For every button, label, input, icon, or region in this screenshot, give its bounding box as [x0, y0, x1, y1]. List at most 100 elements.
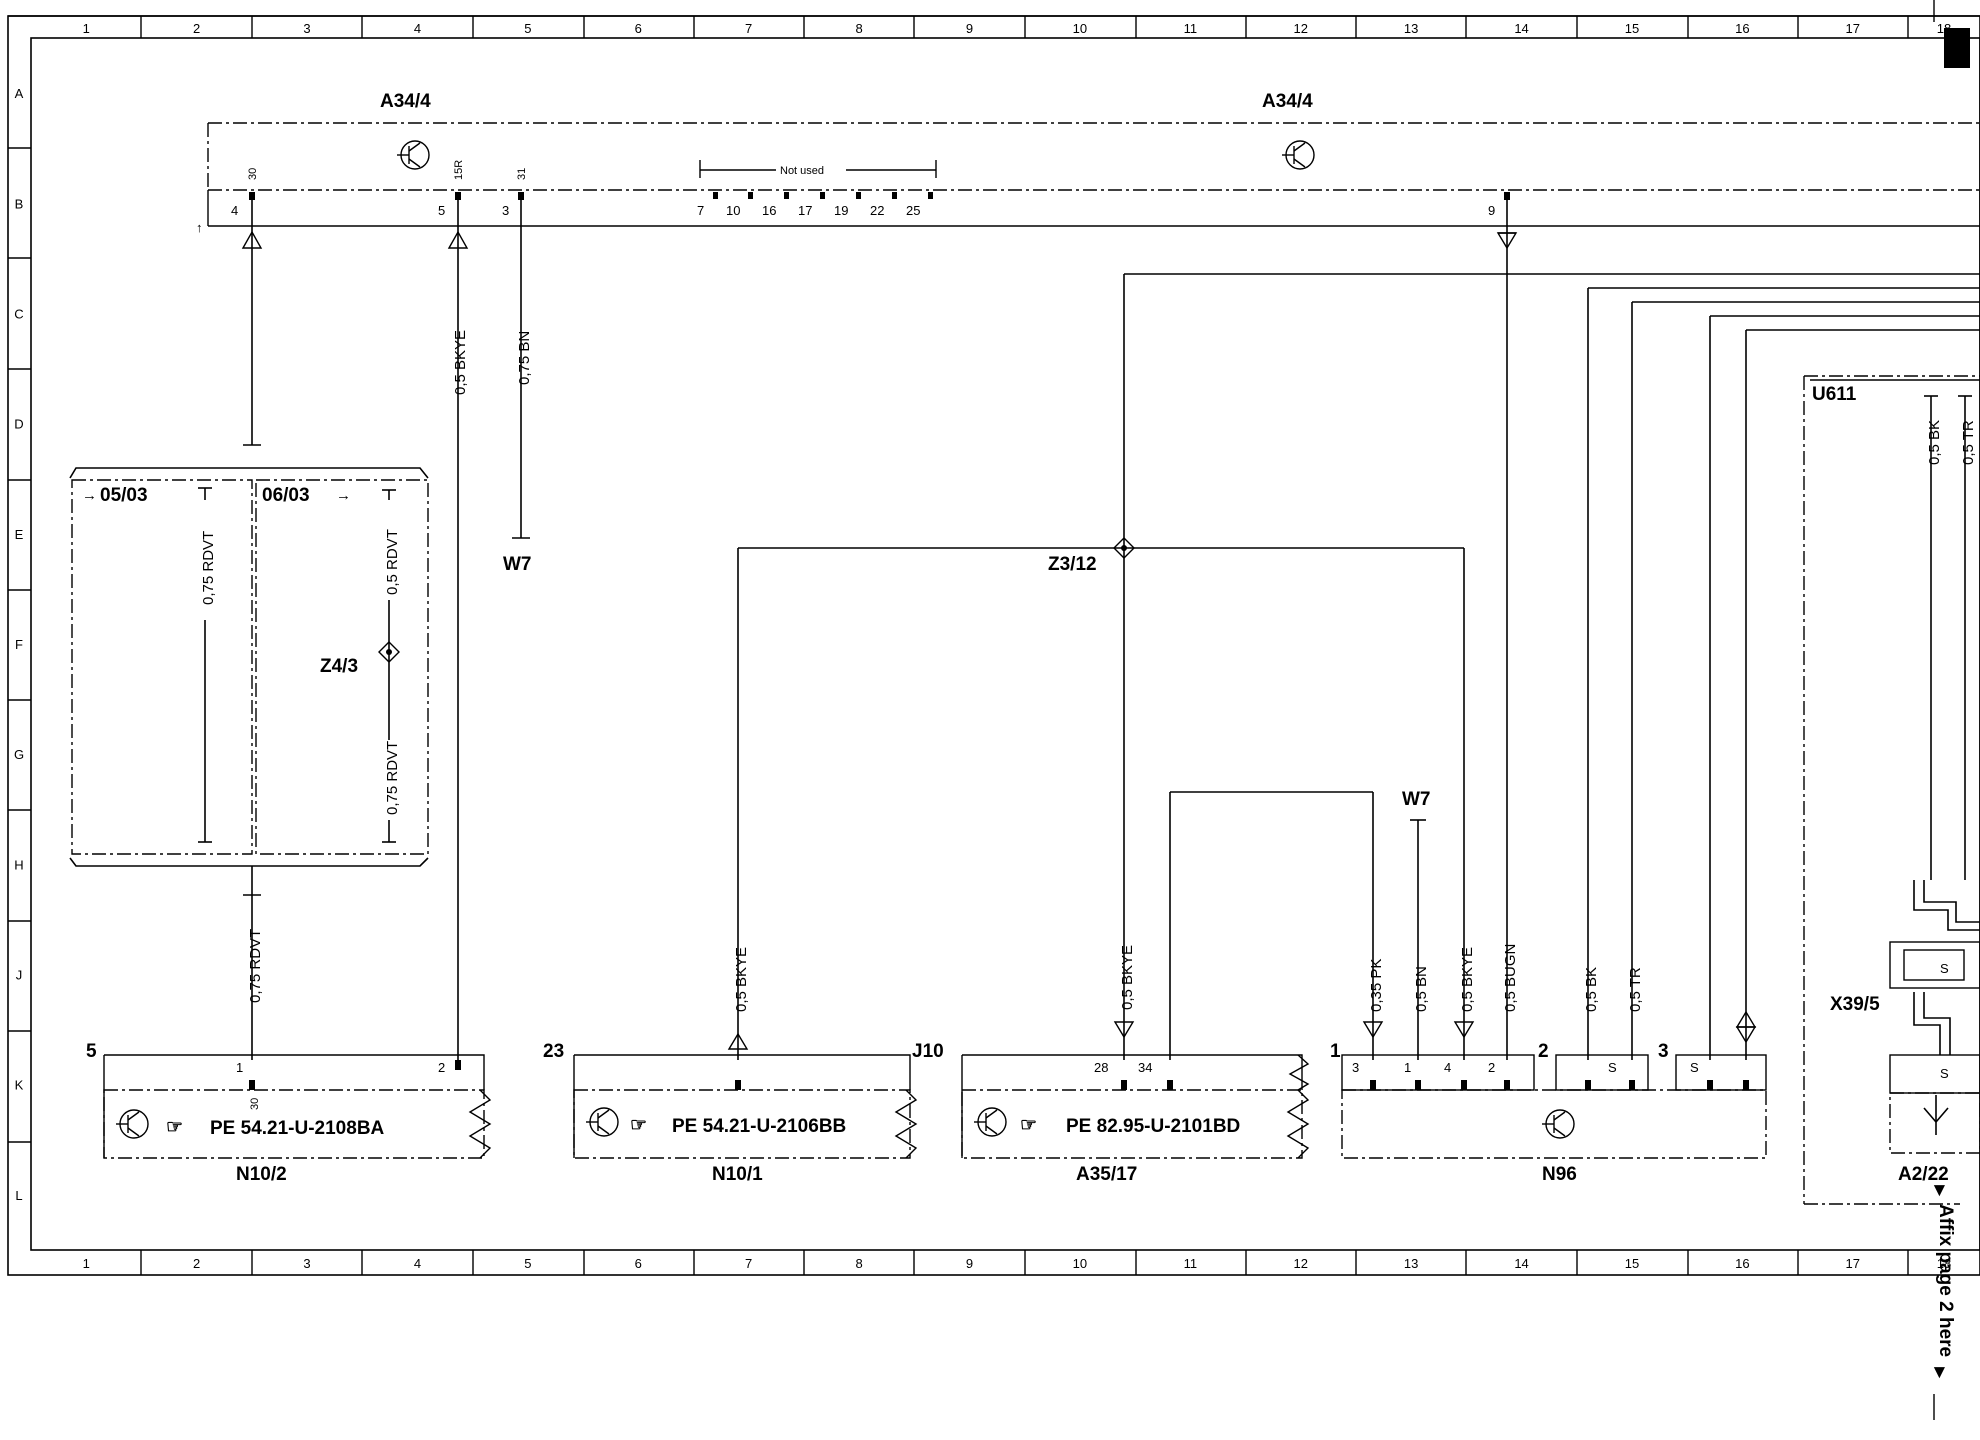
grid-column-label-top: 1 [83, 21, 90, 36]
grid-column-ticks [140, 16, 1909, 1275]
unit-u611: U611 0,5 BK 0,5 TR S X39/5 S A2/22 [1803, 375, 1980, 1205]
label-n10-1: N10/1 [712, 1164, 763, 1185]
a34-pin-stubs [249, 192, 1510, 200]
grid-row-label: L [15, 1188, 22, 1203]
wire-label-bn: 0,5 BN [1413, 966, 1430, 1012]
wire-label-bugn: 0,5 BUGN [1502, 944, 1519, 1012]
grid-column-label-bottom: 3 [303, 1256, 310, 1271]
break-symbol-icon [1288, 1054, 1310, 1091]
pin-9-label: 9 [1488, 203, 1495, 218]
not-used-label: Not used [780, 165, 824, 177]
wire-label-rdvt: 0,75 RDVT [247, 929, 264, 1003]
grid-column-label-top: 2 [193, 21, 200, 36]
a35-pin-34: 34 [1138, 1060, 1152, 1075]
up-arrow-icon: ↑ [196, 220, 203, 235]
wire-label-bkye: 0,5 BKYE [733, 947, 750, 1012]
ref-06-03: 06/03 [262, 485, 310, 506]
grid-column-label-bottom: 4 [414, 1256, 421, 1271]
transistor-icon [1282, 140, 1315, 170]
grid-column-label-bottom: 8 [855, 1256, 862, 1271]
grid-column-label-bottom: 7 [745, 1256, 752, 1271]
wire-label-bkye: 0,5 BKYE [1459, 947, 1476, 1012]
wire-label-bn: 0,75 BN [516, 331, 533, 385]
grid-column-label-top: 16 [1735, 21, 1749, 36]
pin-10-label: 10 [726, 203, 740, 218]
n96-connector-2: 2 [1538, 1041, 1549, 1062]
pin-22-label: 22 [870, 203, 884, 218]
grid-column-label-bottom: 9 [966, 1256, 973, 1271]
grid-column-label-top: 11 [1184, 21, 1198, 36]
splice-icon [378, 641, 400, 663]
wire-label-bk: 0,5 BK [1926, 420, 1943, 465]
n96-pin-2: 2 [1488, 1060, 1495, 1075]
ref-arrow-icon: → [336, 487, 351, 504]
grid-column-label-bottom: 15 [1625, 1256, 1639, 1271]
pin-16-label: 16 [762, 203, 776, 218]
grid-column-label-bottom: 12 [1294, 1256, 1308, 1271]
grid-row-label: J [16, 968, 23, 983]
pointing-hand-icon: ☞ [1020, 1115, 1037, 1136]
grid-column-label-bottom: 1 [83, 1256, 90, 1271]
n10-2-pin-2: 2 [438, 1060, 445, 1075]
grid-column-label-top: 6 [635, 21, 642, 36]
n10-2-pin-30: 30 [249, 1098, 261, 1110]
wire-label-rdvt: 0,75 RDVT [384, 741, 401, 815]
down-triangle-icon: ▼ [1930, 1362, 1949, 1383]
pin-31-label: 31 [516, 168, 528, 180]
drawing-frame [7, 15, 1980, 1276]
wire-label-tr: 0,5 TR [1627, 967, 1644, 1012]
affix-label: Affix page 2 here [1935, 1204, 1956, 1357]
grid-row-label: G [14, 747, 24, 762]
grid-column-label-bottom: 14 [1514, 1256, 1528, 1271]
pin-30-label: 30 [247, 168, 259, 180]
n96-connector-3: 3 [1658, 1041, 1669, 1062]
z4-3-group: → 05/03 06/03 → [69, 467, 429, 1060]
grid-column-label-top: 4 [414, 21, 421, 36]
wire-label-bkye: 0,5 BKYE [452, 330, 469, 395]
splice-icon [1113, 537, 1135, 559]
connector-x39-5 [1889, 941, 1980, 989]
label-z4-3: Z4/3 [320, 656, 358, 677]
pointing-hand-icon: ☞ [166, 1117, 183, 1138]
grid-column-label-top: 13 [1404, 21, 1418, 36]
n96-pin-1: 1 [1404, 1060, 1411, 1075]
label-a34-4-left: A34/4 [380, 91, 431, 112]
label-n96: N96 [1542, 1164, 1577, 1185]
n10-2-pin-5: 5 [86, 1041, 97, 1062]
grid-column-label-bottom: 11 [1184, 1256, 1198, 1271]
grid-column-label-bottom: 10 [1073, 1256, 1087, 1271]
pin-17-label: 17 [798, 203, 812, 218]
grid-column-label-bottom: 5 [524, 1256, 531, 1271]
module-a35-17: 28 34 ☞ PE 82.95-U-2101BD A35/17 [961, 1054, 1310, 1185]
a35-ref: PE 82.95-U-2101BD [1066, 1116, 1240, 1137]
transistor-icon [397, 140, 430, 170]
n96-pin-4: 4 [1444, 1060, 1451, 1075]
grid-column-label-top: 15 [1625, 21, 1639, 36]
a34-wires [241, 200, 1518, 1060]
grid-row-label: C [14, 306, 23, 321]
pin-3-label: 3 [502, 203, 509, 218]
grid-column-label-top: 18 [1937, 21, 1951, 36]
transistor-icon [1542, 1109, 1575, 1139]
label-w7-right: W7 [1402, 789, 1431, 810]
label-w7-left: W7 [503, 554, 532, 575]
grid-column-label-bottom: 18 [1937, 1256, 1951, 1271]
grid-column-label-top: 3 [303, 21, 310, 36]
ref-arrow-icon: → [82, 487, 97, 504]
transistor-icon [586, 1107, 619, 1137]
transistor-icon [116, 1109, 149, 1139]
label-a34-4-right: A34/4 [1262, 91, 1313, 112]
grid-column-label-top: 5 [524, 21, 531, 36]
n96-shield-3: S [1690, 1060, 1699, 1075]
n96-shield-2: S [1608, 1060, 1617, 1075]
bus-lines [727, 273, 1980, 1060]
ref-05-03: 05/03 [100, 485, 148, 506]
down-triangle-icon: ▼ [1930, 1180, 1949, 1201]
grid-row-label: D [14, 417, 23, 432]
pin-4-label: 4 [231, 203, 238, 218]
grid-row-label: K [15, 1078, 24, 1093]
a35-pin-28: 28 [1094, 1060, 1108, 1075]
antenna-icon [1923, 1095, 1949, 1135]
